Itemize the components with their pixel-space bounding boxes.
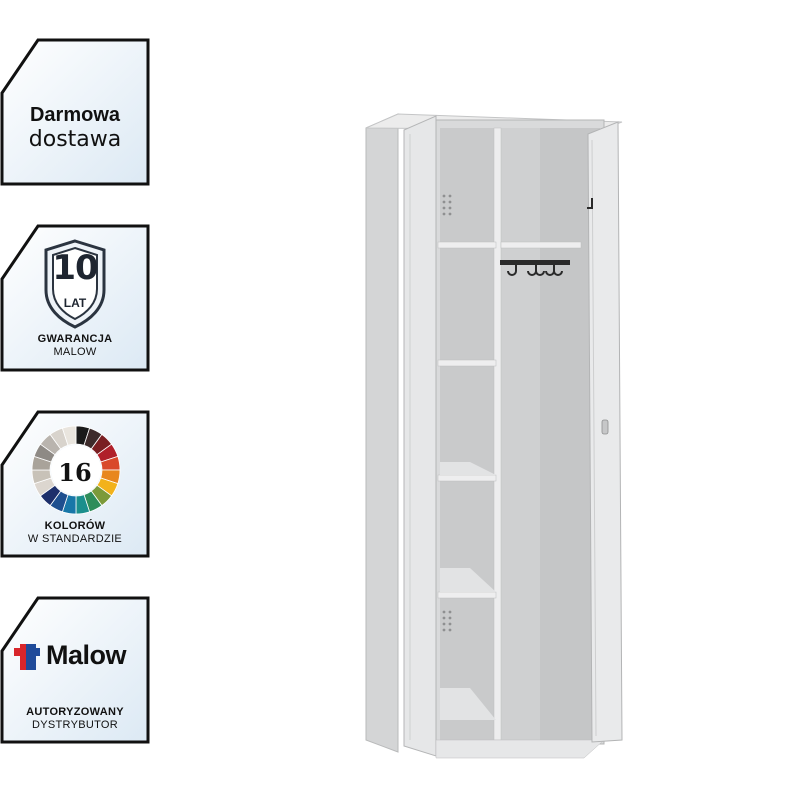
color-wheel-center <box>51 445 101 495</box>
distributor-badge: Malow AUTORYZOWANY DYSTRYBUTOR <box>0 596 150 744</box>
colors-badge: 16 KOLORÓW W STANDARDZIE <box>0 410 150 558</box>
colors-line1: KOLORÓW <box>44 520 106 532</box>
colors-line2: W STANDARDZIE <box>27 533 123 545</box>
locker-cabinet-image <box>365 113 623 759</box>
colors-number: 16 <box>58 458 92 487</box>
shipping-line1: Darmowa <box>29 104 121 126</box>
malow-logo-icon <box>14 644 40 670</box>
shelves <box>437 241 497 720</box>
warranty-unit: LAT <box>63 296 87 310</box>
distributor-line1: AUTORYZOWANY <box>26 706 124 718</box>
badge-frame <box>0 596 150 744</box>
warranty-line1: GWARANCJA <box>37 333 113 345</box>
warranty-line2: MALOW <box>53 346 97 358</box>
warranty-number: 10 <box>52 248 98 288</box>
coat-hooks-icon <box>500 260 570 276</box>
color-segment <box>61 425 77 446</box>
color-wheel-icon <box>31 425 121 515</box>
vent-holes <box>442 194 452 632</box>
distributor-line2: DYSTRYBUTOR <box>31 719 119 731</box>
left-door <box>403 115 437 757</box>
lock-icon <box>601 419 609 435</box>
shield-icon <box>44 239 106 329</box>
warranty-badge: 10 LAT GWARANCJA MALOW <box>0 224 150 372</box>
badge-frame <box>0 38 150 186</box>
shipping-line2: dostawa <box>28 127 122 152</box>
free-shipping-badge: Darmowa dostawa <box>0 38 150 186</box>
door-hook-icon <box>587 198 593 209</box>
malow-brand: Malow <box>46 640 127 670</box>
